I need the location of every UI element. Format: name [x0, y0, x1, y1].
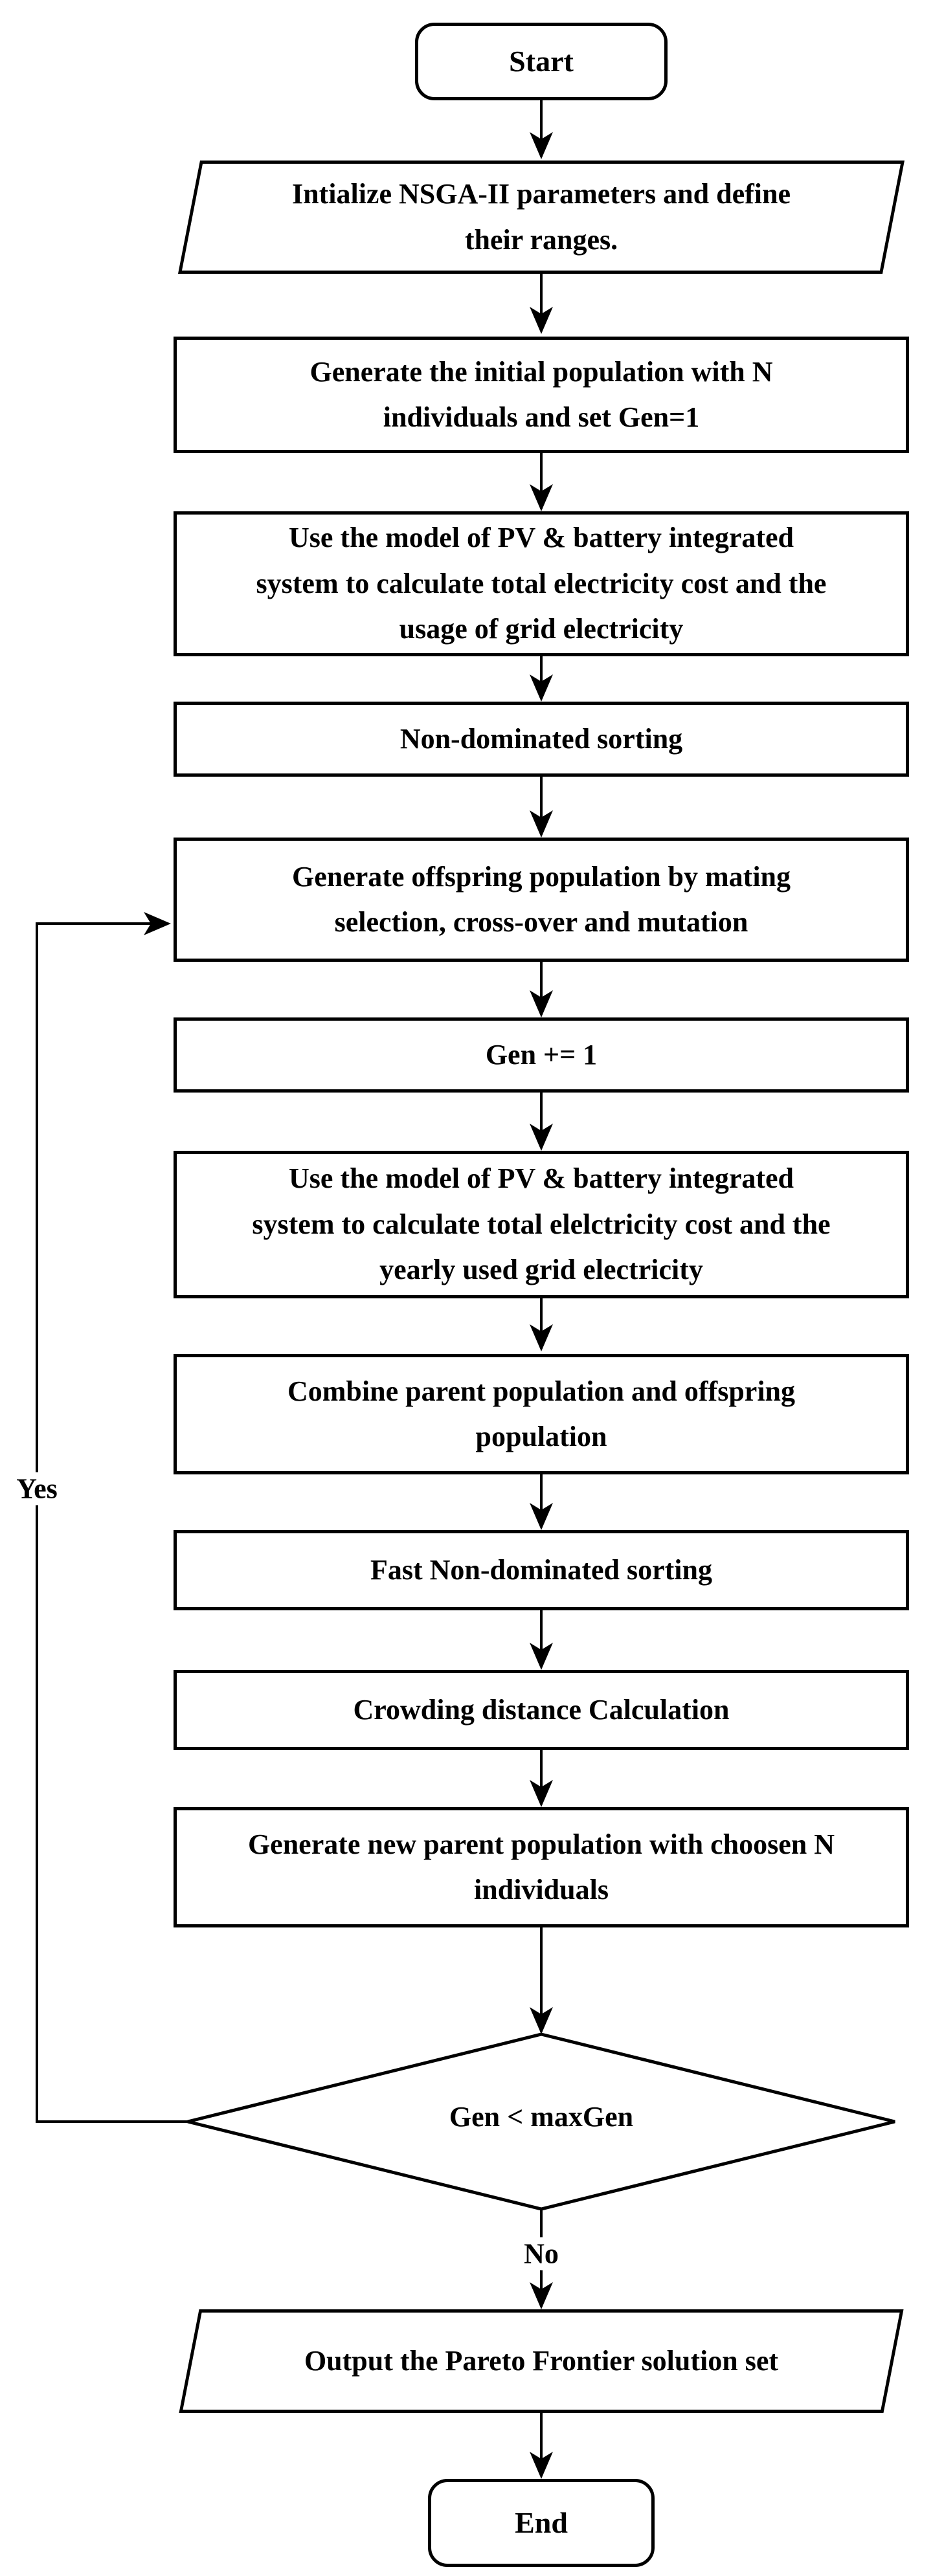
node-end-label: End	[515, 2506, 568, 2540]
no-branch-label: No	[519, 2237, 564, 2271]
node-model-electricity-cost-2-label: Use the model of PV & battery integrated…	[252, 1162, 831, 1286]
node-start: Start	[415, 23, 668, 100]
yes-branch-label: Yes	[11, 1472, 63, 1505]
node-fast-non-dominated-sorting: Fast Non-dominated sorting	[174, 1530, 909, 1610]
node-output-pareto-frontier-label: Output the Pareto Frontier solution set	[304, 2344, 779, 2377]
node-model-electricity-cost-2: Use the model of PV & battery integrated…	[174, 1151, 909, 1298]
node-output-pareto-frontier: Output the Pareto Frontier solution set	[174, 2309, 909, 2413]
node-initialize-parameters-label: Intialize NSGA-II parameters and define …	[292, 178, 791, 256]
node-generate-new-parent-label: Generate new parent population with choo…	[247, 1828, 835, 1905]
node-crowding-distance-label: Crowding distance Calculation	[353, 1693, 730, 1726]
node-generate-new-parent: Generate new parent population with choo…	[174, 1807, 909, 1927]
node-decision-gen-maxgen: Gen < maxGen	[347, 2100, 736, 2133]
node-generate-offspring-label: Generate offspring population by mating …	[291, 860, 791, 938]
node-non-dominated-sorting-label: Non-dominated sorting	[399, 722, 683, 755]
node-combine-populations-label: Combine parent population and offspring …	[287, 1375, 796, 1452]
node-model-electricity-cost-1: Use the model of PV & battery integrated…	[174, 511, 909, 656]
node-generate-offspring: Generate offspring population by mating …	[174, 838, 909, 962]
node-generate-initial-population-label: Generate the initial population with N i…	[309, 355, 773, 433]
node-gen-increment-label: Gen += 1	[485, 1038, 598, 1071]
node-initialize-parameters: Intialize NSGA-II parameters and define …	[174, 161, 909, 274]
node-start-label: Start	[509, 45, 574, 78]
node-generate-initial-population: Generate the initial population with N i…	[174, 337, 909, 453]
node-fast-non-dominated-sorting-label: Fast Non-dominated sorting	[370, 1553, 713, 1586]
node-gen-increment: Gen += 1	[174, 1017, 909, 1093]
node-non-dominated-sorting: Non-dominated sorting	[174, 702, 909, 777]
edge-decision-yes-loop	[36, 912, 188, 2123]
node-crowding-distance: Crowding distance Calculation	[174, 1670, 909, 1750]
decision-diamond-shape	[187, 2032, 895, 2211]
node-model-electricity-cost-1-label: Use the model of PV & battery integrated…	[256, 522, 827, 645]
node-end: End	[428, 2479, 655, 2567]
node-decision-gen-maxgen-label: Gen < maxGen	[449, 2101, 634, 2133]
node-combine-populations: Combine parent population and offspring …	[174, 1354, 909, 1474]
